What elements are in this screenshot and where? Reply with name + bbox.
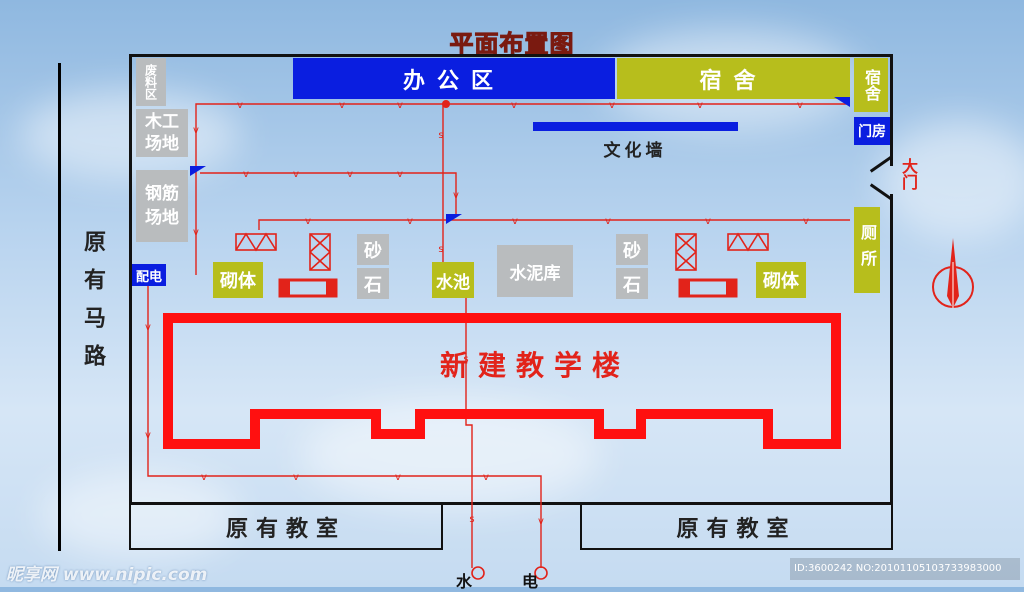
power-mark: v [243, 169, 249, 180]
road-line [58, 63, 61, 551]
power-mark: v [395, 472, 401, 483]
mixer-symbol-left [309, 233, 331, 271]
power-mark: v [193, 125, 199, 136]
switch-box-icon [446, 214, 462, 224]
gate-label: 大门 [899, 158, 918, 190]
power-mark: v [145, 322, 151, 333]
waste-area: 废料区 [136, 58, 166, 106]
power-mark: v [145, 430, 151, 441]
power-line-top [195, 103, 850, 275]
carpentry-area: 木工场地 [136, 109, 188, 157]
plan-title: 平面布置图 [449, 30, 575, 59]
switch-box-icon [834, 97, 850, 107]
dormitory: 宿舍 [617, 58, 850, 99]
water-pool: 水池 [432, 262, 474, 298]
water-junction [442, 100, 450, 108]
water-mark: s [463, 354, 468, 365]
zigzag-symbol-left [235, 233, 277, 251]
sand-right: 砂 [616, 234, 648, 265]
power-mark: v [803, 216, 809, 227]
power-mark: v [237, 100, 243, 111]
existing-classroom-left: 原有教室 [129, 505, 443, 550]
power-mark: v [697, 100, 703, 111]
site-boundary-right-bottom [890, 194, 893, 505]
power-mark: v [339, 100, 345, 111]
culture-wall-bar [533, 122, 738, 131]
power-mark: v [538, 516, 544, 527]
office-area: 办公区 [293, 58, 615, 99]
switch-box-icon [190, 166, 206, 176]
water-mark: s [438, 130, 443, 141]
power-mark: v [483, 472, 489, 483]
masonry-right: 砌体 [756, 262, 806, 298]
watermark-left: 昵享网 www.nipic.com [6, 565, 208, 585]
power-line-yard [258, 219, 850, 230]
power-mark: v [605, 216, 611, 227]
new-building-outline [163, 313, 841, 449]
power-mark: v [407, 216, 413, 227]
power-mark: v [511, 100, 517, 111]
power-mark: v [293, 472, 299, 483]
power-mark: v [797, 100, 803, 111]
power-mark: v [293, 169, 299, 180]
dormitory-side: 宿舍 [854, 58, 888, 112]
toilet: 厕所 [854, 207, 880, 293]
water-source-icon [471, 566, 485, 580]
zigzag-symbol-right [727, 233, 769, 251]
water-line-down [465, 298, 473, 568]
power-mark: v [201, 472, 207, 483]
power-mark: v [705, 216, 711, 227]
power-line-mid [200, 172, 457, 216]
power-mark: v [453, 190, 459, 201]
road-label: 原有马路 [80, 230, 105, 382]
masonry-left: 砌体 [213, 262, 263, 298]
power-mark: v [512, 216, 518, 227]
watermark-right: ID:3600242 NO:20101105103733983000 [790, 558, 1020, 580]
compass-icon [932, 238, 974, 308]
gatehouse: 门房 [854, 117, 890, 145]
power-mark: v [305, 216, 311, 227]
power-mark: v [347, 169, 353, 180]
water-mark: s [438, 244, 443, 255]
power-source-icon [534, 566, 548, 580]
power-source-label: 电 [522, 572, 539, 591]
power-line-left [147, 286, 542, 568]
power-mark: v [397, 100, 403, 111]
mixer-symbol-right [675, 233, 697, 271]
site-boundary [129, 54, 893, 505]
stone-left: 石 [357, 268, 389, 299]
site-boundary-right-top [890, 54, 893, 166]
rebar-area: 钢筋场地 [136, 170, 188, 242]
cement-store: 水泥库 [497, 245, 573, 297]
power-mark: v [193, 227, 199, 238]
existing-classroom-right: 原有教室 [580, 505, 893, 550]
stone-right: 石 [616, 268, 648, 299]
power-mark: v [609, 100, 615, 111]
power-mark: v [397, 169, 403, 180]
new-building-label: 新建教学楼 [439, 349, 630, 382]
power-distribution: 配电 [132, 264, 166, 286]
water-mark: s [469, 514, 474, 525]
water-source-label: 水 [456, 572, 473, 591]
sand-left: 砂 [357, 234, 389, 265]
culture-wall-label: 文化墙 [603, 141, 667, 161]
